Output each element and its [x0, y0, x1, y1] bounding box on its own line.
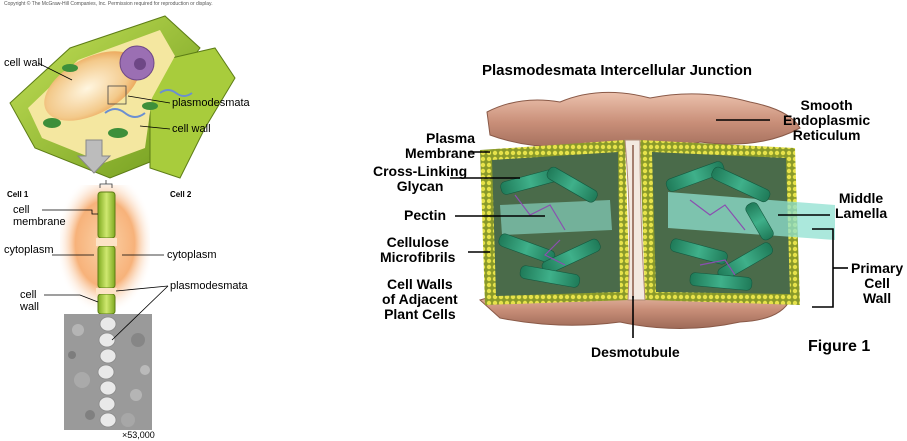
label-primary-cell-wall: Primary Cell Wall [851, 260, 904, 306]
cross-section-drawing [60, 180, 152, 430]
copyright-notice: Copyright © The McGraw-Hill Companies, I… [4, 1, 213, 7]
diagram-title: Plasmodesmata Intercellular Junction [482, 62, 753, 79]
label-middle-lamella: Middle Lamella [835, 190, 888, 221]
bottom-leader-lines [42, 209, 169, 341]
label-pectin: Pectin [404, 207, 447, 223]
figure-label: Figure 1 [808, 338, 871, 355]
label-cell-1: Cell 1 [7, 190, 29, 199]
label-smooth-er: Smooth Endoplasmic Reticulum [783, 97, 871, 143]
label-plasmodesmata-bottom: plasmodesmata [170, 280, 248, 292]
label-magnification: ×53,000 [122, 430, 155, 440]
label-cross-linking-glycan: Cross-Linking Glycan [373, 163, 468, 194]
label-cell-wall-bottom: cell wall [20, 289, 39, 313]
label-cell-membrane: cell membrane [13, 204, 66, 228]
label-cell-wall-top-right: cell wall [172, 123, 211, 135]
label-cell-2: Cell 2 [170, 190, 192, 199]
label-plasmodesmata-top: plasmodesmata [172, 97, 250, 109]
label-plasma-membrane: Plasma Membrane [405, 130, 476, 161]
plant-cell-3d-drawing [9, 15, 236, 179]
label-cellulose-microfibrils: Cellulose Microfibrils [380, 234, 456, 265]
label-cytoplasm-right: cytoplasm [167, 249, 217, 261]
label-cell-wall-top-left: cell wall [4, 57, 43, 69]
label-cell-walls-adjacent: Cell Walls of Adjacent Plant Cells [382, 276, 458, 322]
label-desmotubule: Desmotubule [591, 344, 680, 360]
label-cytoplasm-left: cytoplasm [4, 244, 54, 256]
top-leader-lines [37, 62, 171, 130]
